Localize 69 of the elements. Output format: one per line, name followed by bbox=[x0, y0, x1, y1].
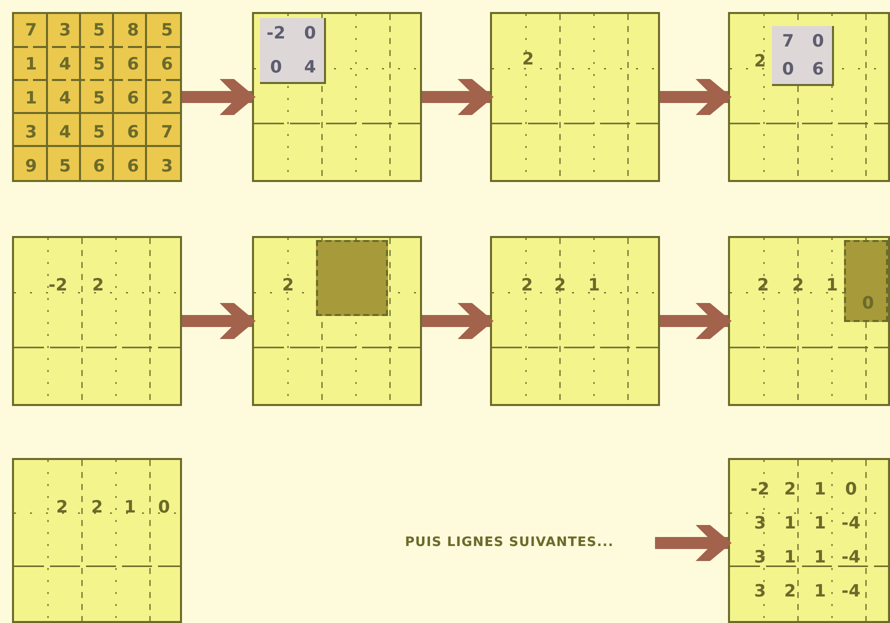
grid-number: -2 bbox=[266, 26, 286, 42]
grid-number: 1 bbox=[814, 516, 826, 532]
grid-number: 7 bbox=[25, 22, 37, 40]
grid-number: -4 bbox=[842, 516, 860, 532]
grid-number: 4 bbox=[59, 56, 71, 74]
grid-number: 1 bbox=[826, 278, 838, 294]
grid-number: 6 bbox=[127, 124, 139, 142]
grid-number: 2 bbox=[754, 54, 766, 70]
grid-number: 1 bbox=[25, 56, 37, 74]
caption-text: PUIS LIGNES SUIVANTES... bbox=[405, 530, 614, 556]
grid-number: 2 bbox=[757, 278, 769, 294]
grid-number: 1 bbox=[784, 516, 796, 532]
grid-number: 6 bbox=[93, 158, 105, 176]
grid-number: 7 bbox=[161, 124, 173, 142]
grid-number: 1 bbox=[588, 278, 600, 294]
grid-number: 2 bbox=[784, 584, 796, 600]
grid-number: -2 bbox=[48, 278, 68, 294]
noisy-grid-block bbox=[316, 240, 388, 316]
grid-number: 5 bbox=[93, 22, 105, 40]
grid-number: 5 bbox=[93, 56, 105, 74]
grid-number: 0 bbox=[158, 500, 170, 516]
grid-number: 5 bbox=[93, 90, 105, 108]
grid-number: 3 bbox=[59, 22, 71, 40]
grid-number: -4 bbox=[842, 550, 860, 566]
grid-number: 7 bbox=[782, 34, 794, 50]
grid-number: -4 bbox=[842, 584, 860, 600]
grid-number: 6 bbox=[127, 56, 139, 74]
grid-number: 2 bbox=[282, 278, 294, 294]
grid-number: 1 bbox=[124, 500, 136, 516]
grid-number: 6 bbox=[161, 56, 173, 74]
grid-number: 3 bbox=[754, 550, 766, 566]
grid-number: 6 bbox=[127, 90, 139, 108]
sub-grid bbox=[772, 26, 834, 86]
grid-number: 1 bbox=[784, 550, 796, 566]
grid-number: 2 bbox=[784, 482, 796, 498]
grid-number: 9 bbox=[25, 158, 37, 176]
grid-number: 1 bbox=[25, 90, 37, 108]
grid-number: 0 bbox=[304, 26, 316, 42]
grid-number: 0 bbox=[862, 296, 874, 312]
grid-number: 0 bbox=[782, 62, 794, 78]
grid-number: 1 bbox=[814, 550, 826, 566]
grid-number: 2 bbox=[522, 52, 534, 68]
noisy-grid-block bbox=[844, 240, 888, 322]
grid-number: 4 bbox=[304, 60, 316, 76]
grid-number: 2 bbox=[161, 90, 173, 108]
grid-number: 2 bbox=[91, 500, 103, 516]
grid-number: 3 bbox=[754, 516, 766, 532]
grid-number: 2 bbox=[56, 500, 68, 516]
grid-number: -2 bbox=[750, 482, 770, 498]
grid-number: 1 bbox=[814, 482, 826, 498]
sub-grid bbox=[260, 18, 326, 84]
grid-number: 3 bbox=[25, 124, 37, 142]
grid-number: 2 bbox=[521, 278, 533, 294]
grid-number: 4 bbox=[59, 90, 71, 108]
grid-number: 5 bbox=[59, 158, 71, 176]
grid-number: 4 bbox=[59, 124, 71, 142]
grid-number: 2 bbox=[92, 278, 104, 294]
grid-number: 1 bbox=[814, 584, 826, 600]
grid-number: 6 bbox=[812, 62, 824, 78]
grid-number: 3 bbox=[161, 158, 173, 176]
grid-number: 8 bbox=[127, 22, 139, 40]
grid-number: 0 bbox=[845, 482, 857, 498]
grid-number: 0 bbox=[812, 34, 824, 50]
grid-number: 6 bbox=[127, 158, 139, 176]
grid-number: 3 bbox=[754, 584, 766, 600]
grid-number: 5 bbox=[93, 124, 105, 142]
grid-number: 0 bbox=[270, 60, 282, 76]
grid-number: 5 bbox=[161, 22, 173, 40]
grid-panel bbox=[252, 236, 422, 406]
